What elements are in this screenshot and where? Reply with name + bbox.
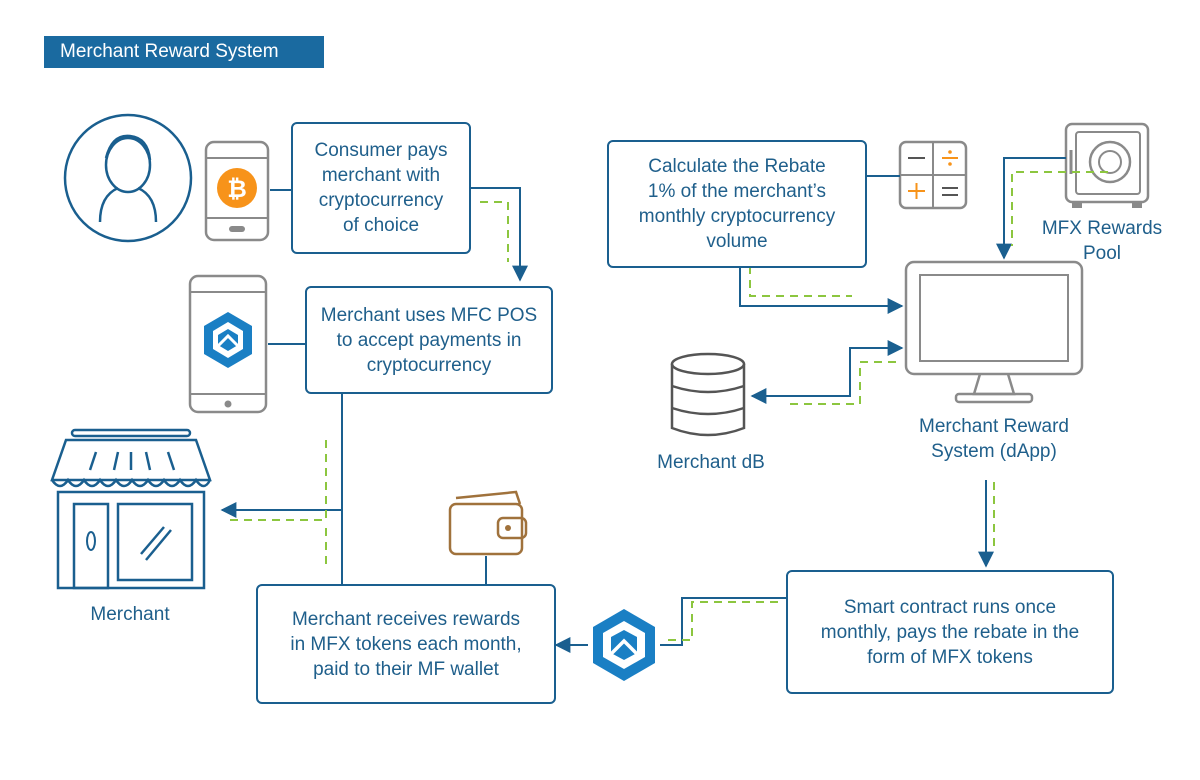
- arrow-consumer-to-pos: [470, 187, 528, 282]
- wallet-icon: [448, 490, 528, 556]
- phone-pos-icon: [188, 274, 268, 414]
- label-reward-system: Merchant Reward System (dApp): [919, 416, 1069, 462]
- user-headset-icon: [63, 113, 193, 243]
- calculator-icon: [898, 140, 968, 210]
- svg-text:₿: ₿: [227, 176, 247, 203]
- safe-icon: [1064, 122, 1150, 208]
- box-merchant-receives: Merchant receives rewards in MFX tokens …: [256, 584, 556, 704]
- label-rewards-pool: MFX Rewards Pool: [1041, 218, 1163, 264]
- label-merchant: Merchant: [90, 604, 170, 625]
- arrow-calc-to-system: [739, 266, 904, 314]
- page-title: Merchant Reward System: [44, 36, 324, 68]
- storefront-icon: [50, 428, 212, 590]
- arrow-db-system: [750, 340, 904, 404]
- mfx-token-icon: [593, 609, 655, 681]
- database-icon: [670, 352, 746, 437]
- box-smart-contract: Smart contract runs once monthly, pays t…: [786, 570, 1114, 694]
- arrow-pool-to-system: [996, 157, 1066, 260]
- box-merchant-pos: Merchant uses MFC POS to accept payments…: [305, 286, 553, 394]
- phone-bitcoin-icon: ₿: [204, 140, 270, 242]
- box-calculate-rebate: Calculate the Rebate 1% of the merchant’…: [607, 140, 867, 268]
- box-consumer-pays: Consumer pays merchant with cryptocurren…: [291, 122, 471, 254]
- connector-contract-token: [660, 597, 786, 646]
- green-dashed-paths: [226, 171, 1108, 641]
- label-merchant-db: Merchant dB: [657, 452, 765, 473]
- computer-monitor-icon: [904, 260, 1084, 404]
